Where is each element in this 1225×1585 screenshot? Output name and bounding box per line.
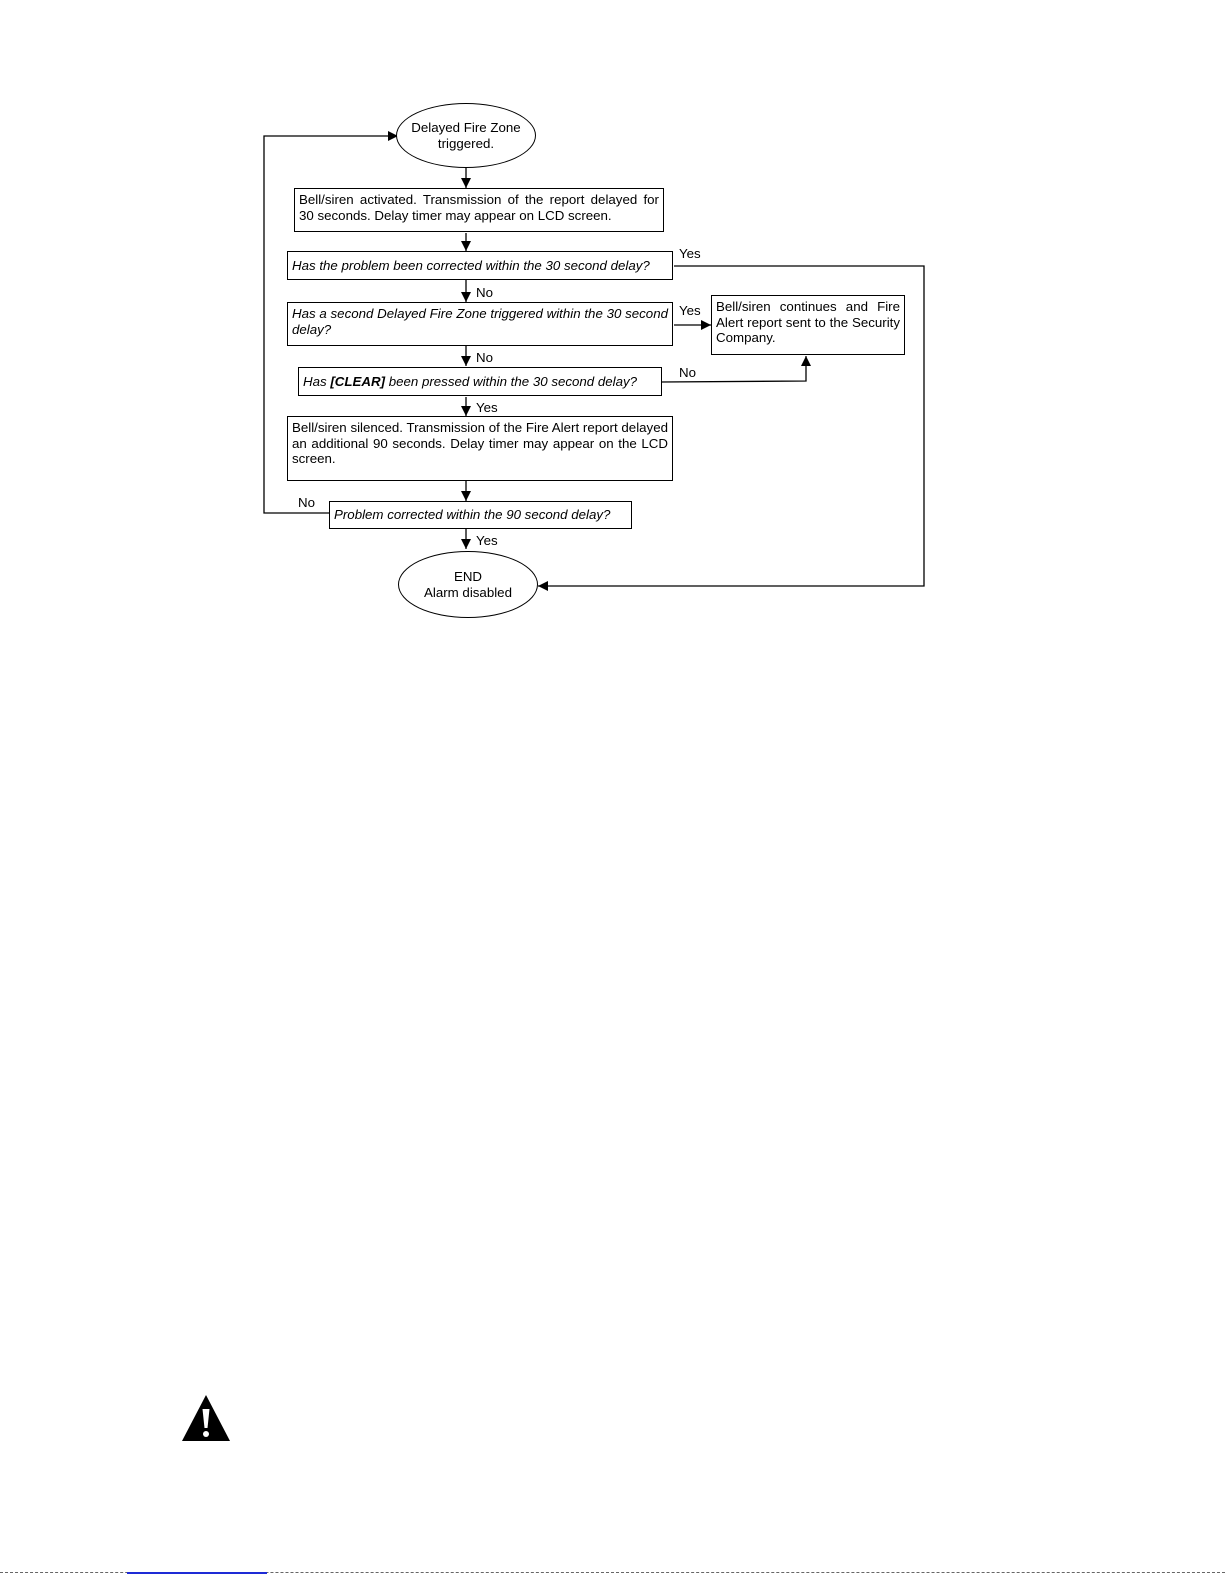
question-second-zone-box: Has a second Delayed Fire Zone triggered… [287, 302, 673, 346]
clear-key-label: [CLEAR] [330, 373, 385, 389]
arrow-q4-no-loop-to-start [263, 131, 398, 514]
question-clear-pressed-prefix: Has [303, 373, 331, 389]
step-bell-silenced-text: Bell/siren silenced. Transmission of the… [292, 420, 668, 466]
arrow-q1-yes-to-end [538, 265, 925, 591]
step-bell-activated-box: Bell/siren activated. Transmission of th… [294, 188, 664, 232]
label-no-clear-pressed: No [679, 365, 696, 380]
result-alert-sent-box: Bell/siren continues and Fire Alert repo… [711, 295, 905, 355]
page-bottom-rule [0, 1572, 1225, 1573]
arrow-q3-no-to-alert [660, 356, 811, 383]
end-oval: END Alarm disabled [398, 551, 538, 618]
label-no-problem-corrected-90: No [298, 495, 315, 510]
question-problem-corrected-90-box: Problem corrected within the 90 second d… [329, 501, 632, 529]
result-alert-sent-text: Bell/siren continues and Fire Alert repo… [716, 299, 900, 345]
question-clear-pressed-suffix: been pressed within the 30 second delay? [385, 373, 638, 389]
step-bell-activated-text: Bell/siren activated. Transmission of th… [299, 192, 659, 223]
label-yes-second-zone: Yes [679, 303, 701, 318]
label-yes-problem-corrected-90: Yes [476, 533, 498, 548]
question-problem-corrected-30-box: Has the problem been corrected within th… [287, 251, 673, 280]
label-no-second-zone: No [476, 350, 493, 365]
question-problem-corrected-30-text: Has the problem been corrected within th… [292, 257, 650, 273]
label-no-problem-corrected-30: No [476, 285, 493, 300]
question-clear-pressed-box: Has [CLEAR] been pressed within the 30 s… [298, 367, 662, 396]
question-problem-corrected-90-text: Problem corrected within the 90 second d… [334, 507, 611, 523]
step-bell-silenced-box: Bell/siren silenced. Transmission of the… [287, 416, 673, 481]
label-yes-clear-pressed: Yes [476, 400, 498, 415]
footer-link-underline[interactable] [127, 1572, 267, 1574]
label-yes-problem-corrected-30: Yes [679, 246, 701, 261]
end-text: END Alarm disabled [424, 569, 512, 600]
start-text: Delayed Fire Zone triggered. [411, 120, 521, 151]
exclamation-triangle-icon [182, 1395, 230, 1441]
start-oval: Delayed Fire Zone triggered. [396, 103, 536, 168]
question-second-zone-text: Has a second Delayed Fire Zone triggered… [292, 306, 668, 337]
